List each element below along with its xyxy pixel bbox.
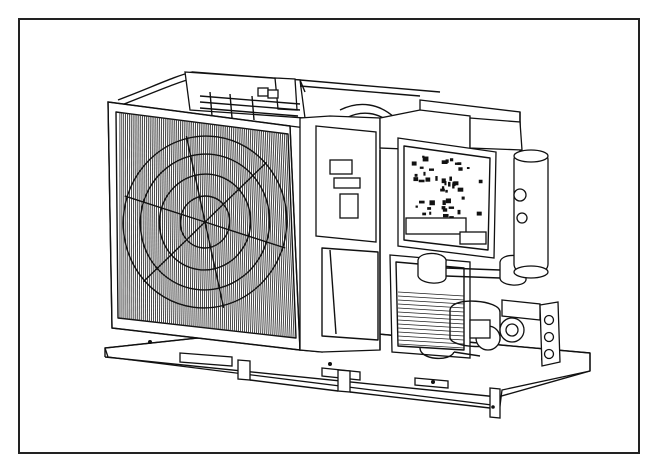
- circulation-pump: [419, 299, 541, 359]
- wiring-terminals: [329, 159, 487, 245]
- fan-guard: [122, 135, 288, 309]
- heat-exchanger-plates: [397, 291, 465, 349]
- service-compartment: [299, 109, 523, 353]
- board-components: [411, 155, 483, 221]
- connection-plate: [539, 301, 561, 367]
- expansion-vessel: [513, 149, 549, 279]
